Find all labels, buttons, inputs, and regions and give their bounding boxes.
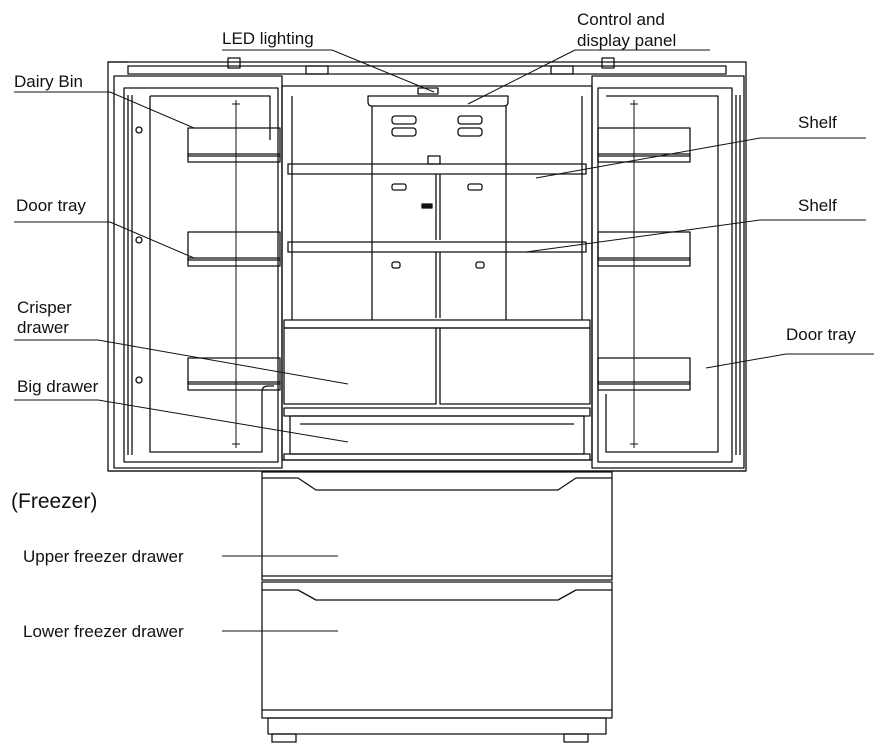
- label-shelf-upper: Shelf: [798, 113, 837, 132]
- label-control-panel-line2: display panel: [577, 31, 677, 50]
- label-door-tray-right: Door tray: [786, 325, 856, 344]
- label-upper-freezer-drawer: Upper freezer drawer: [23, 547, 184, 566]
- freezer-heading: (Freezer): [11, 490, 98, 513]
- right-door: [591, 75, 745, 469]
- fridge-interior: [281, 85, 593, 461]
- leader-lines: [14, 49, 874, 632]
- label-dairy-bin: Dairy Bin: [14, 72, 83, 91]
- label-shelf-lower: Shelf: [798, 196, 837, 215]
- label-crisper-line1: Crisper: [17, 298, 72, 317]
- label-control-panel-line1: Control and: [577, 10, 665, 29]
- label-crisper-line2: drawer: [17, 318, 69, 337]
- cabinet: [107, 57, 747, 472]
- label-led-lighting: LED lighting: [222, 29, 314, 48]
- freezer: [261, 471, 613, 743]
- label-door-tray-left: Door tray: [16, 196, 86, 215]
- left-door: [113, 75, 283, 469]
- label-big-drawer: Big drawer: [17, 377, 99, 396]
- label-lower-freezer-drawer: Lower freezer drawer: [23, 622, 184, 641]
